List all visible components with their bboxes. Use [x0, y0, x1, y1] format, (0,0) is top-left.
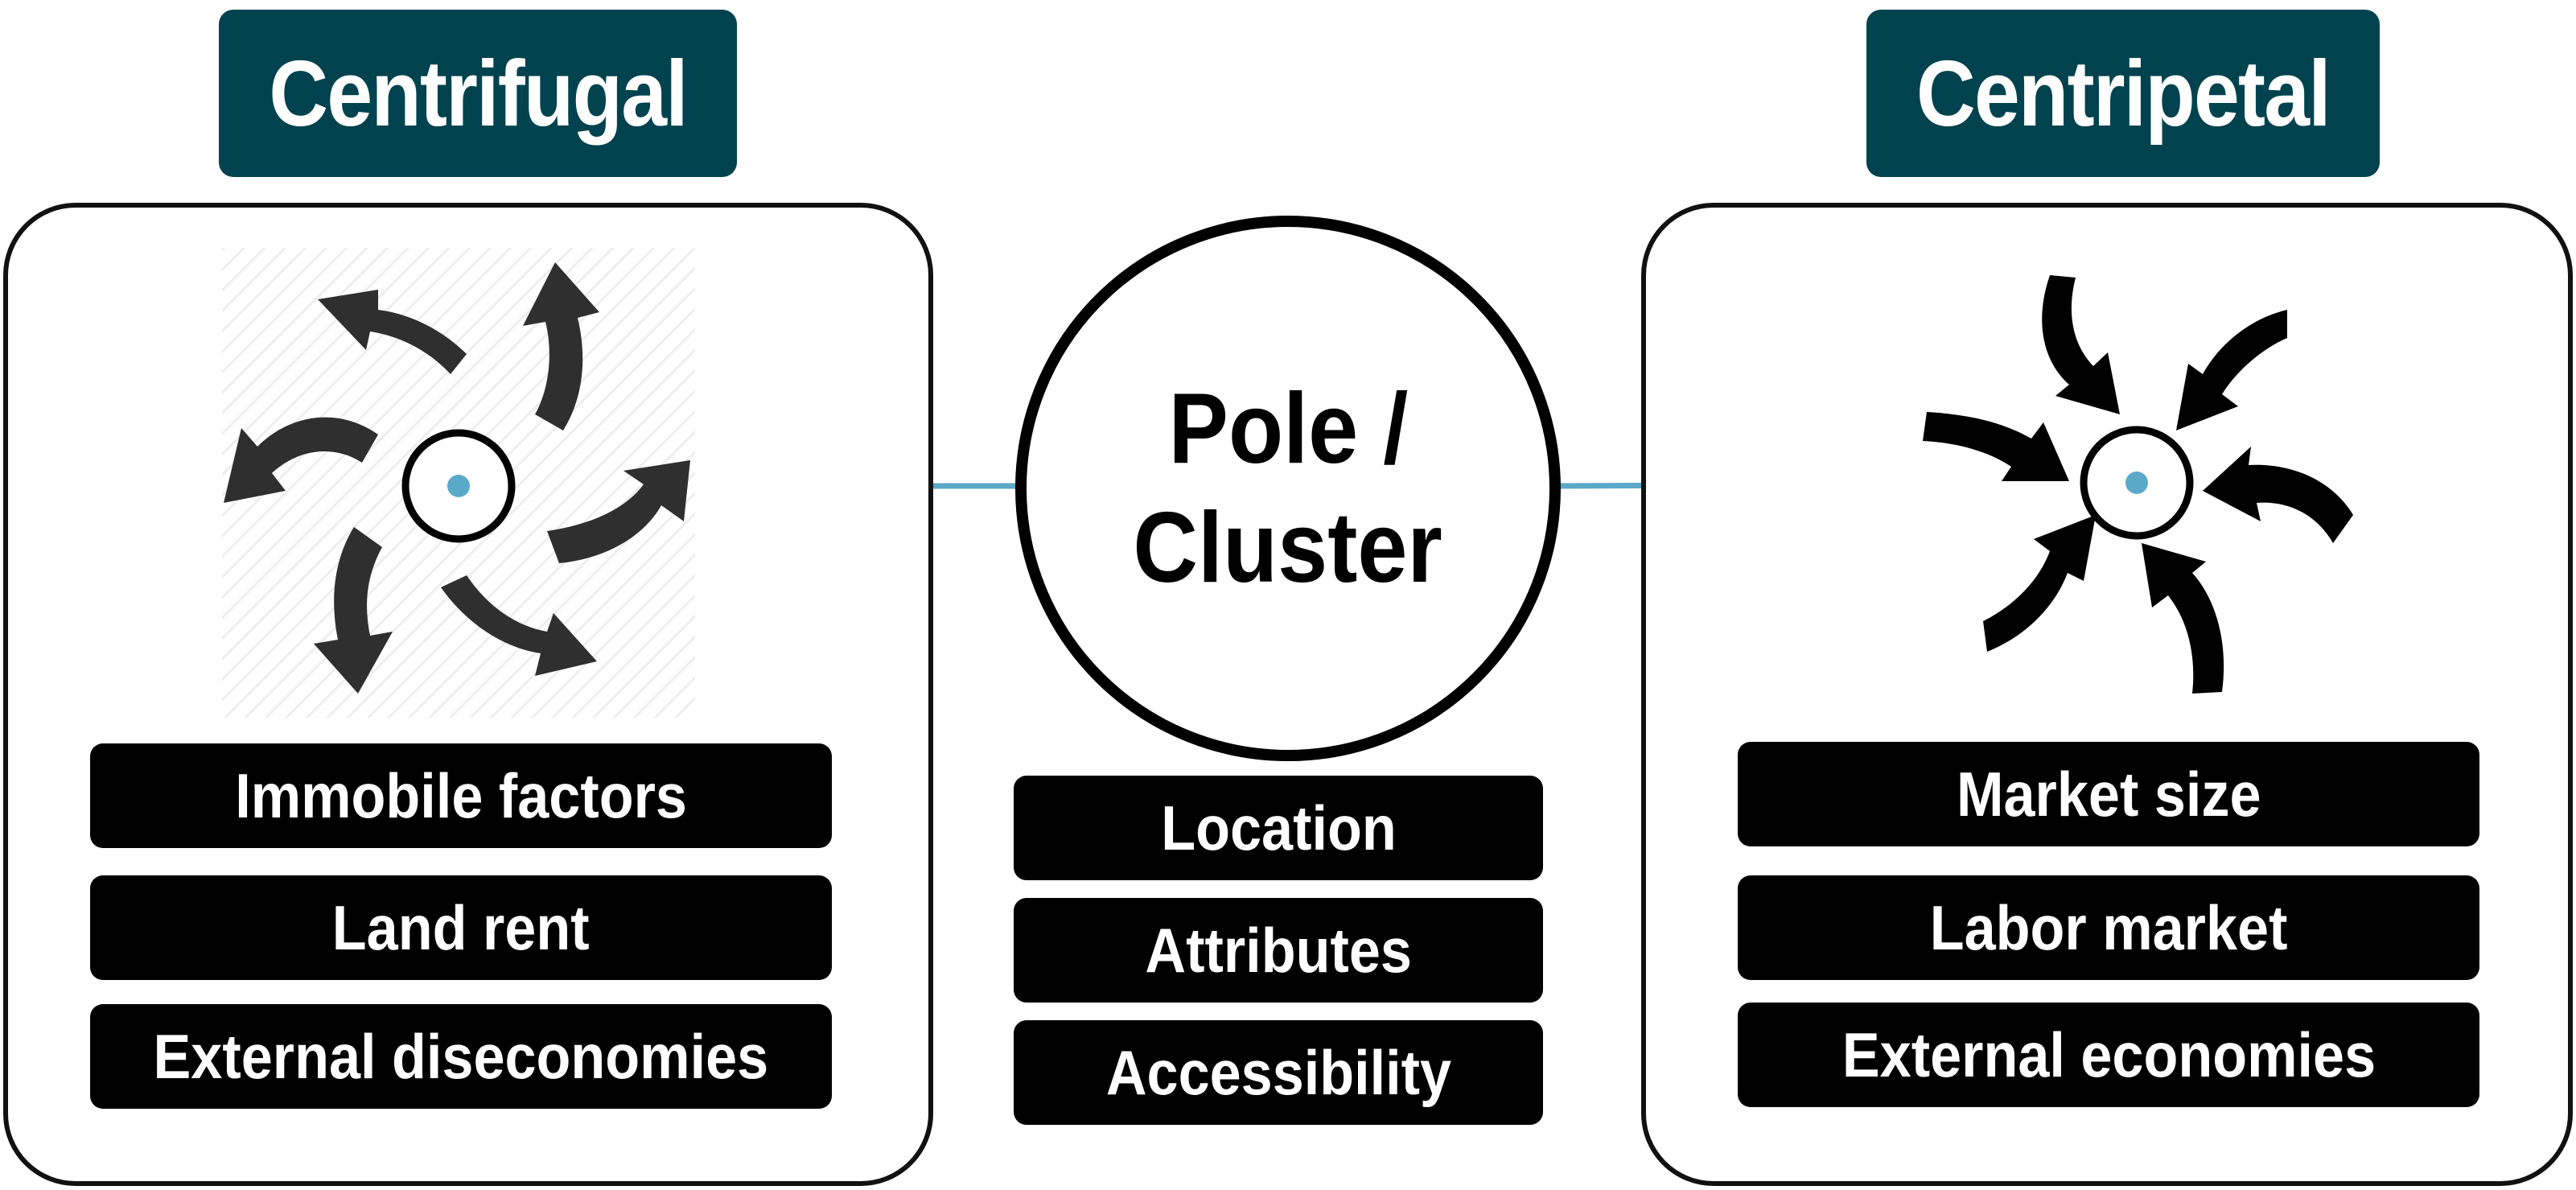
centrifugal-label-3: External diseconomies — [90, 1004, 832, 1109]
centripetal-title: Centripetal — [1866, 10, 2380, 177]
centrifugal-label-1: Immobile factors — [90, 743, 832, 848]
centripetal-label-2: Labor market — [1738, 875, 2479, 980]
centripetal-label-1: Market size — [1738, 742, 2479, 846]
pole-cluster-circle — [1015, 216, 1561, 761]
center-label-2: Attributes — [1014, 898, 1543, 1003]
centrifugal-label-2: Land rent — [90, 875, 832, 980]
center-label-3: Accessibility — [1014, 1020, 1543, 1125]
centrifugal-title: Centrifugal — [219, 10, 737, 177]
centripetal-label-3: External economies — [1738, 1003, 2479, 1107]
center-label-1: Location — [1014, 776, 1543, 880]
pole-cluster-label: Pole / Cluster — [1133, 373, 1443, 603]
